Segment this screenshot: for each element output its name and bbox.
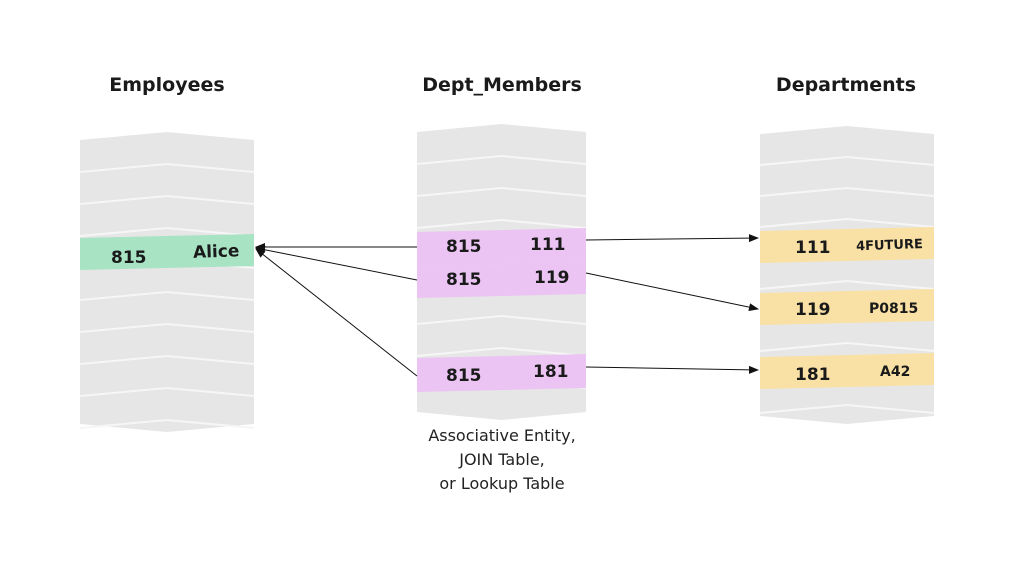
stack-layer-edge xyxy=(79,194,255,205)
stack-layer-edge xyxy=(416,314,587,325)
arrow-member-181-to-department-181 xyxy=(585,365,759,374)
employees-title: Employees xyxy=(109,74,225,96)
departments-title: Departments xyxy=(775,74,917,96)
dept-members-caption: Associative Entity, JOIN Table, or Looku… xyxy=(380,424,624,496)
department-row-slab xyxy=(760,353,934,389)
stack-layer-edge xyxy=(759,186,935,197)
department-row-name: 4FUTURE xyxy=(856,237,923,254)
department-row-key: 181 xyxy=(795,365,831,385)
member-row-employee-key: 815 xyxy=(446,366,482,386)
caption-line-3: or Lookup Table xyxy=(439,474,565,493)
department-row-181: 181 A42 xyxy=(760,353,934,389)
employee-row-value: Alice xyxy=(193,241,240,263)
department-row-key: 111 xyxy=(795,238,831,258)
member-row-employee-key: 815 xyxy=(446,237,482,257)
member-row-department-key: 119 xyxy=(534,268,570,288)
member-row-department-key: 111 xyxy=(530,235,566,255)
department-row-111: 111 4FUTURE xyxy=(760,227,934,263)
member-row-slab xyxy=(417,354,586,392)
stack-layer-edge xyxy=(79,226,255,237)
member-row-employee-key: 815 xyxy=(446,270,482,290)
stack-layer-edge xyxy=(79,354,255,365)
arrow-member-119-to-alice xyxy=(255,245,418,281)
stack-layer-edge xyxy=(79,322,255,333)
arrow-member-181-to-alice xyxy=(255,248,418,377)
arrow-member-111-to-department-111 xyxy=(585,234,759,243)
stack-layer-edge xyxy=(759,403,935,414)
stack-body xyxy=(760,126,934,424)
stack-layer-edge xyxy=(416,186,587,197)
stack-layer-edge xyxy=(79,290,255,301)
member-row-119: 815 119 xyxy=(417,262,586,298)
department-row-119: 119 P0815 xyxy=(760,289,934,325)
caption-line-2: JOIN Table, xyxy=(459,450,545,469)
caption-line-1: Associative Entity, xyxy=(428,426,576,445)
department-row-key: 119 xyxy=(795,300,831,320)
employee-row-alice: 815 Alice xyxy=(80,234,254,270)
stack-layer-edge xyxy=(79,418,255,429)
member-row-111: 815 111 xyxy=(417,228,586,266)
department-row-name: A42 xyxy=(880,364,910,380)
stack-layer-edge xyxy=(759,279,935,290)
member-row-department-key: 181 xyxy=(533,362,569,382)
member-row-slab xyxy=(417,228,586,266)
stack-layer-edge xyxy=(416,346,587,357)
stack-layer-edge xyxy=(416,218,587,229)
stack-layer-edge xyxy=(79,386,255,397)
department-row-slab xyxy=(760,227,934,263)
stack-layer-edge xyxy=(759,155,935,166)
stack-layer-edge xyxy=(759,217,935,228)
dept-members-title: Dept_Members xyxy=(422,74,582,96)
member-row-181: 815 181 xyxy=(417,354,586,392)
employees-table-stack xyxy=(79,132,255,432)
stack-layer-edge xyxy=(416,154,587,165)
member-row-slab xyxy=(417,262,586,298)
arrow-member-119-to-department-119 xyxy=(585,272,759,312)
employee-row-slab xyxy=(80,234,254,270)
stack-layer-edge xyxy=(759,341,935,352)
employee-row-key: 815 xyxy=(111,248,147,268)
department-row-slab xyxy=(760,289,934,325)
stack-layer-edge xyxy=(79,162,255,173)
stack-body xyxy=(80,132,254,432)
department-row-name: P0815 xyxy=(869,301,918,317)
